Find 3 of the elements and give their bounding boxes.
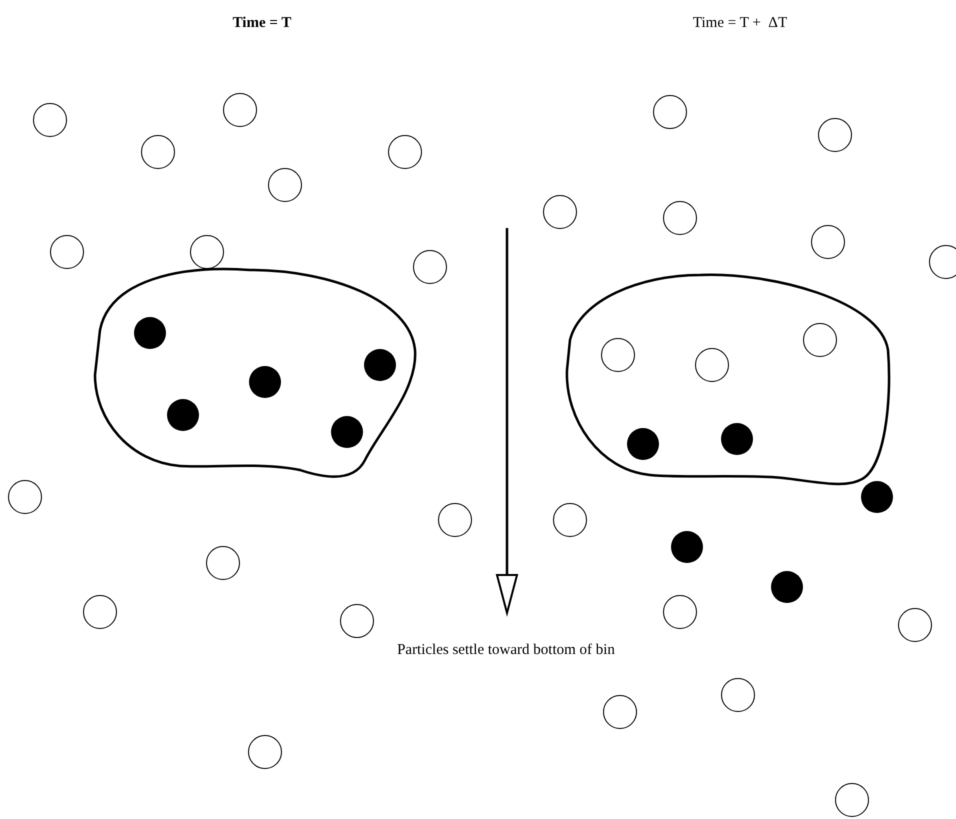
arrow-caption: Particles settle toward bottom of bin	[396, 641, 616, 660]
panel-heading: Time = T + ΔT	[692, 14, 788, 33]
panel-heading: Time = T	[232, 14, 292, 33]
